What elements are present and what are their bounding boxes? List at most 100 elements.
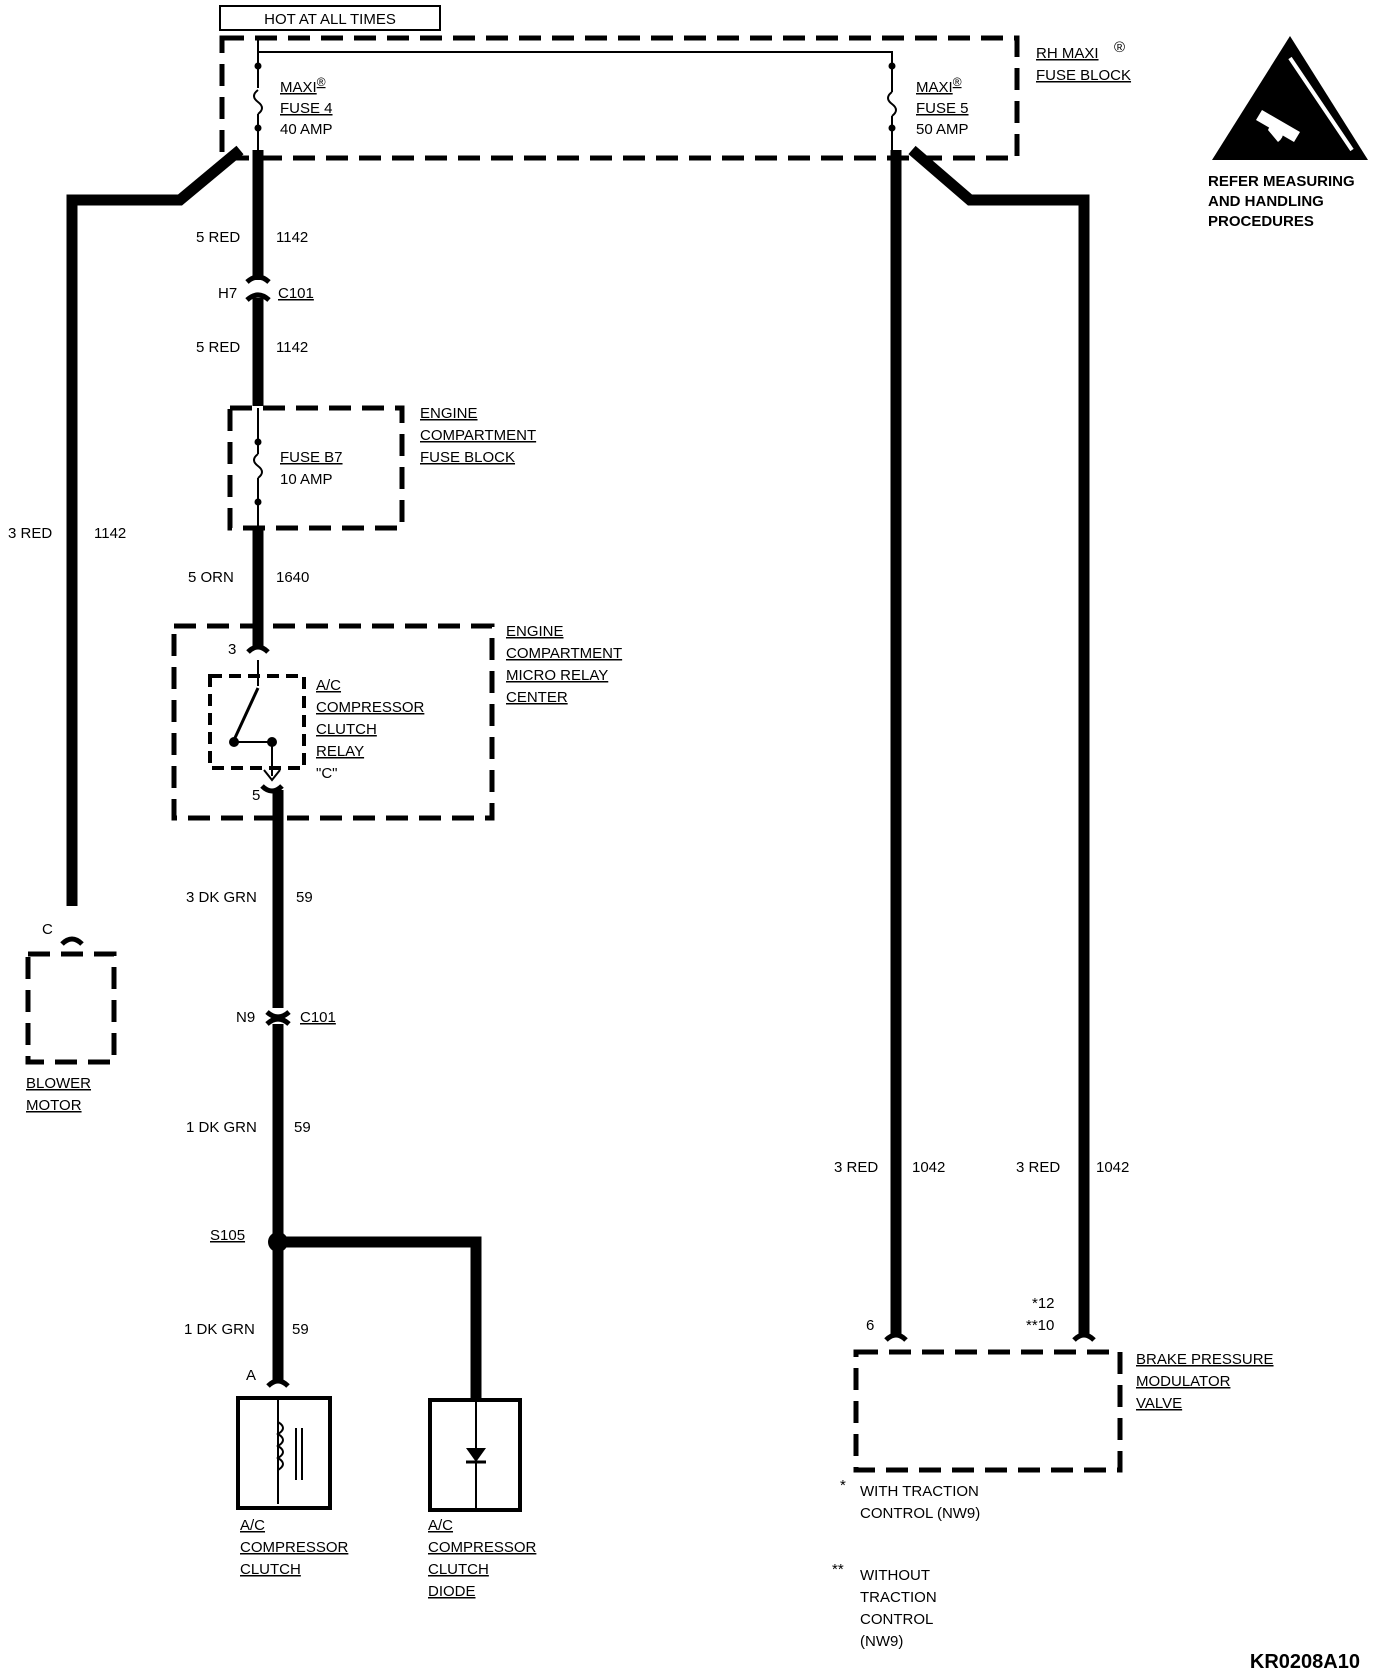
ac-compressor-clutch-diode: A/C COMPRESSOR CLUTCH DIODE [428,1398,537,1600]
ac-compressor-clutch: A A/C COMPRESSOR CLUTCH [236,1367,349,1578]
wire-label-1142-left: 1142 [94,525,126,542]
svg-text:MOTOR: MOTOR [26,1097,82,1114]
svg-text:50 AMP: 50 AMP [916,121,969,138]
svg-text:C: C [42,921,53,938]
svg-text:FUSE 5: FUSE 5 [916,100,969,117]
wire-label-3red-right-a: 3 RED [834,1159,878,1176]
wire-label-3red-right-b: 3 RED [1016,1159,1060,1176]
micro-relay-center-outline [171,623,495,821]
svg-text:DIODE: DIODE [428,1583,476,1600]
wire-label-1042-b: 1042 [1096,1159,1129,1176]
svg-text:FUSE BLOCK: FUSE BLOCK [420,449,515,466]
svg-text:AND HANDLING: AND HANDLING [1208,193,1324,210]
wire-label-5red-b: 5 RED [196,339,240,356]
svg-text:MICRO RELAY: MICRO RELAY [506,667,608,684]
svg-text:6: 6 [866,1317,874,1334]
svg-text:A: A [246,1367,256,1384]
wire-label-59-b: 59 [294,1119,311,1136]
svg-text:PROCEDURES: PROCEDURES [1208,213,1314,230]
svg-text:A/C: A/C [316,677,341,694]
wire-label-1142-a: 1142 [276,229,308,246]
svg-text:H7: H7 [218,285,237,302]
svg-text:COMPARTMENT: COMPARTMENT [506,645,622,662]
svg-text:A/C: A/C [240,1517,265,1534]
svg-text:"C": "C" [316,765,337,782]
svg-text:*12: *12 [1032,1295,1055,1312]
svg-text:5: 5 [252,787,260,804]
footnote-without-traction: ** WITHOUT TRACTION CONTROL (NW9) [832,1561,937,1650]
wire-label-1042-a: 1042 [912,1159,945,1176]
fuse-b7: FUSE B7 10 AMP [253,408,343,528]
maxi-fuse-4: MAXI® FUSE 4 40 AMP [253,52,333,150]
micro-relay-center-label: ENGINE COMPARTMENT MICRO RELAY CENTER [506,623,622,706]
svg-text:COMPRESSOR: COMPRESSOR [428,1539,537,1556]
svg-text:FUSE 4: FUSE 4 [280,100,333,117]
svg-text:CENTER: CENTER [506,689,568,706]
wire-label-5red-a: 5 RED [196,229,240,246]
svg-text:40 AMP: 40 AMP [280,121,333,138]
bus-bar [257,40,893,66]
wire-label-1142-b: 1142 [276,339,308,356]
footnote-with-traction: * WITH TRACTION CONTROL (NW9) [840,1477,980,1522]
brake-pressure-modulator-valve: 6 *12 **10 BRAKE PRESSURE MODULATOR VALV… [853,1295,1274,1473]
rh-maxi-fuse-block-label: RH MAXI ® FUSE BLOCK [1036,39,1131,84]
svg-text:10 AMP: 10 AMP [280,471,333,488]
svg-text:ENGINE: ENGINE [506,623,564,640]
wire-label-1dkgrn-b: 1 DK GRN [184,1321,255,1338]
wire-label-1dkgrn-a: 1 DK GRN [186,1119,257,1136]
connector-c101-h7: H7 C101 [218,274,314,302]
svg-text:WITH TRACTION: WITH TRACTION [860,1483,979,1500]
wire-3red-1142-blower [66,145,244,906]
engine-fuse-block-outline [227,405,405,531]
ac-compressor-clutch-relay: 3 5 A/C COMPRESSOR CLUTCH RELAY "C" [208,641,425,804]
svg-text:**: ** [832,1561,844,1578]
wire-label-5orn: 5 ORN [188,569,234,586]
svg-text:COMPRESSOR: COMPRESSOR [316,699,425,716]
wire-label-59-a: 59 [296,889,313,906]
svg-text:BRAKE PRESSURE: BRAKE PRESSURE [1136,1351,1274,1368]
svg-text:MAXI®: MAXI® [916,75,962,96]
svg-text:COMPRESSOR: COMPRESSOR [240,1539,349,1556]
engine-fuse-block-label: ENGINE COMPARTMENT FUSE BLOCK [420,405,536,466]
svg-text:C101: C101 [300,1009,336,1026]
svg-text:CLUTCH: CLUTCH [428,1561,489,1578]
esd-warning-icon [1212,36,1368,160]
blower-motor: C BLOWER MOTOR [25,921,117,1114]
svg-text:N9: N9 [236,1009,255,1026]
svg-text:*: * [840,1477,846,1494]
splice-s105-label: S105 [210,1227,245,1244]
svg-text:CONTROL: CONTROL [860,1611,933,1628]
esd-warning-text: REFER MEASURING AND HANDLING PROCEDURES [1208,173,1355,230]
svg-text:(NW9): (NW9) [860,1633,903,1650]
hot-at-all-times-label: HOT AT ALL TIMES [264,11,396,28]
svg-text:C101: C101 [278,285,314,302]
svg-text:WITHOUT: WITHOUT [860,1567,930,1584]
figure-id: KR0208A10 [1250,1651,1360,1673]
svg-text:REFER MEASURING: REFER MEASURING [1208,173,1355,190]
svg-text:FUSE BLOCK: FUSE BLOCK [1036,67,1131,84]
wire-to-diode [278,1236,482,1400]
svg-text:BLOWER: BLOWER [26,1075,91,1092]
svg-text:RELAY: RELAY [316,743,364,760]
svg-text:**10: **10 [1026,1317,1054,1334]
svg-text:CONTROL (NW9): CONTROL (NW9) [860,1505,980,1522]
rh-maxi-fuse-block-outline [219,35,1020,161]
svg-text:COMPARTMENT: COMPARTMENT [420,427,536,444]
svg-text:VALVE: VALVE [1136,1395,1182,1412]
wire-label-3red-left: 3 RED [8,525,52,542]
svg-text:CLUTCH: CLUTCH [240,1561,301,1578]
svg-text:ENGINE: ENGINE [420,405,478,422]
svg-text:MODULATOR: MODULATOR [1136,1373,1231,1390]
svg-text:RH MAXI: RH MAXI [1036,45,1099,62]
svg-text:MAXI®: MAXI® [280,75,326,96]
svg-text:A/C: A/C [428,1517,453,1534]
svg-text:CLUTCH: CLUTCH [316,721,377,738]
connector-c101-n9: N9 C101 [236,1009,336,1026]
wire-label-59-c: 59 [292,1321,309,1338]
svg-text:3: 3 [228,641,236,658]
wire-3red-1042-b [908,145,1090,1336]
wire-label-3dkgrn: 3 DK GRN [186,889,257,906]
svg-text:FUSE B7: FUSE B7 [280,449,343,466]
wire-label-1640: 1640 [276,569,309,586]
